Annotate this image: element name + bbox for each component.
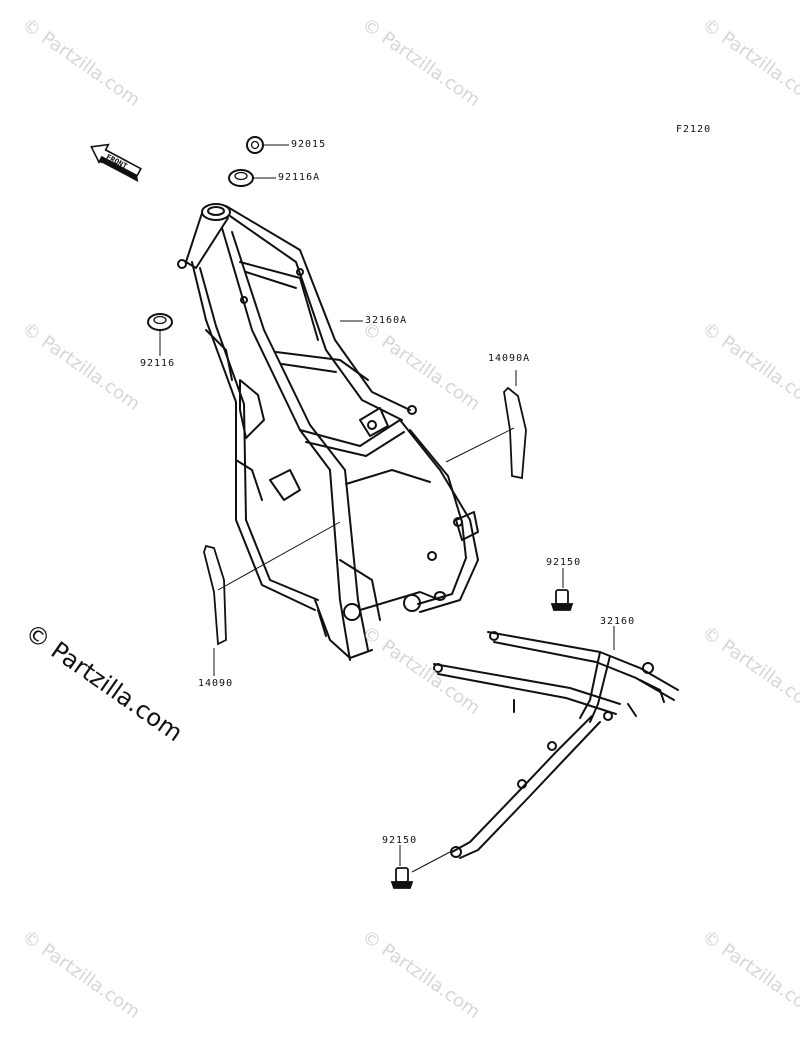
cover-14090 — [203, 544, 227, 646]
cover-14090a — [503, 386, 527, 480]
seal-92116 — [147, 313, 173, 331]
callout-92150-upper[interactable]: 92150 — [546, 557, 582, 568]
bolt-92150-lower — [390, 867, 414, 889]
bolt-92150-upper — [550, 589, 574, 611]
nut-92015 — [246, 136, 264, 154]
callout-32160[interactable]: 32160 — [600, 616, 636, 627]
leader-lines — [159, 144, 615, 873]
callout-92015[interactable]: 92015 — [291, 139, 327, 150]
main-frame-32160a — [177, 203, 479, 661]
figure-code: F2120 — [676, 124, 712, 135]
callout-92150-lower[interactable]: 92150 — [382, 835, 418, 846]
seal-92116a — [228, 169, 254, 187]
subframe-32160 — [433, 631, 679, 859]
callout-14090a[interactable]: 14090A — [488, 353, 531, 364]
callout-92116[interactable]: 92116 — [140, 358, 176, 369]
callout-92116a[interactable]: 92116A — [278, 172, 321, 183]
callout-32160a[interactable]: 32160A — [365, 315, 408, 326]
front-arrow-icon: FRONT — [90, 143, 142, 183]
callout-14090[interactable]: 14090 — [198, 678, 234, 689]
